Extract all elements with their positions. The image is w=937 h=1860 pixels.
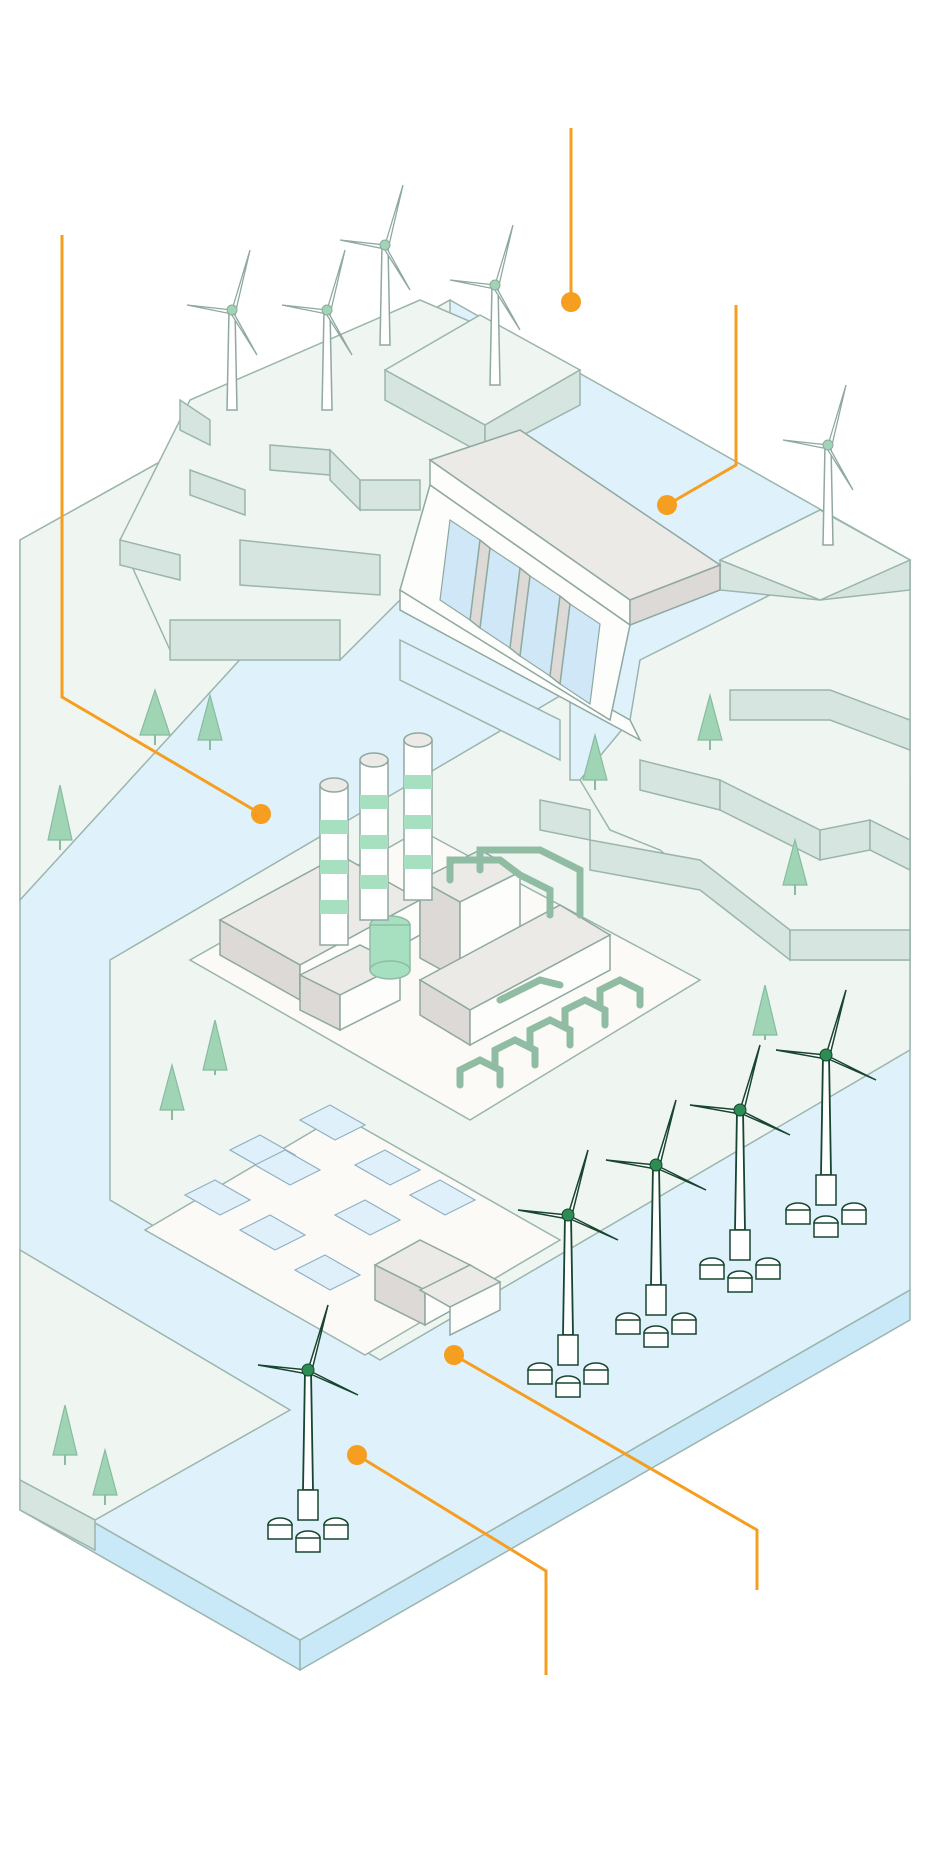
smokestacks xyxy=(319,732,433,946)
tree-icon xyxy=(92,1447,118,1505)
trees xyxy=(47,688,808,1505)
tree-icon xyxy=(202,1019,228,1075)
callout-pointer xyxy=(60,235,271,824)
tree-icon xyxy=(52,1404,78,1465)
callout-pointer xyxy=(444,1345,759,1590)
tree-icon xyxy=(197,692,223,750)
callout-pointer xyxy=(347,1445,548,1675)
tree-icon xyxy=(582,732,608,790)
tree-icon xyxy=(47,784,73,850)
callout-pointer xyxy=(561,128,581,312)
callout-pointer xyxy=(657,305,738,515)
hydro-dam-icon xyxy=(399,429,722,762)
tree-icon xyxy=(782,837,808,895)
tree-icon xyxy=(752,984,778,1040)
plant-pipes xyxy=(446,846,644,1089)
tree-icon xyxy=(159,1062,185,1120)
solar-panel-icon xyxy=(183,1104,477,1291)
power-plant-icon xyxy=(188,732,702,1121)
dam-spillway-gates xyxy=(439,518,601,706)
tree-icon xyxy=(139,688,171,745)
terraced-hills-right xyxy=(539,509,912,962)
callouts xyxy=(60,128,759,1675)
solar-farm xyxy=(143,1104,562,1356)
tree-icon xyxy=(697,692,723,750)
